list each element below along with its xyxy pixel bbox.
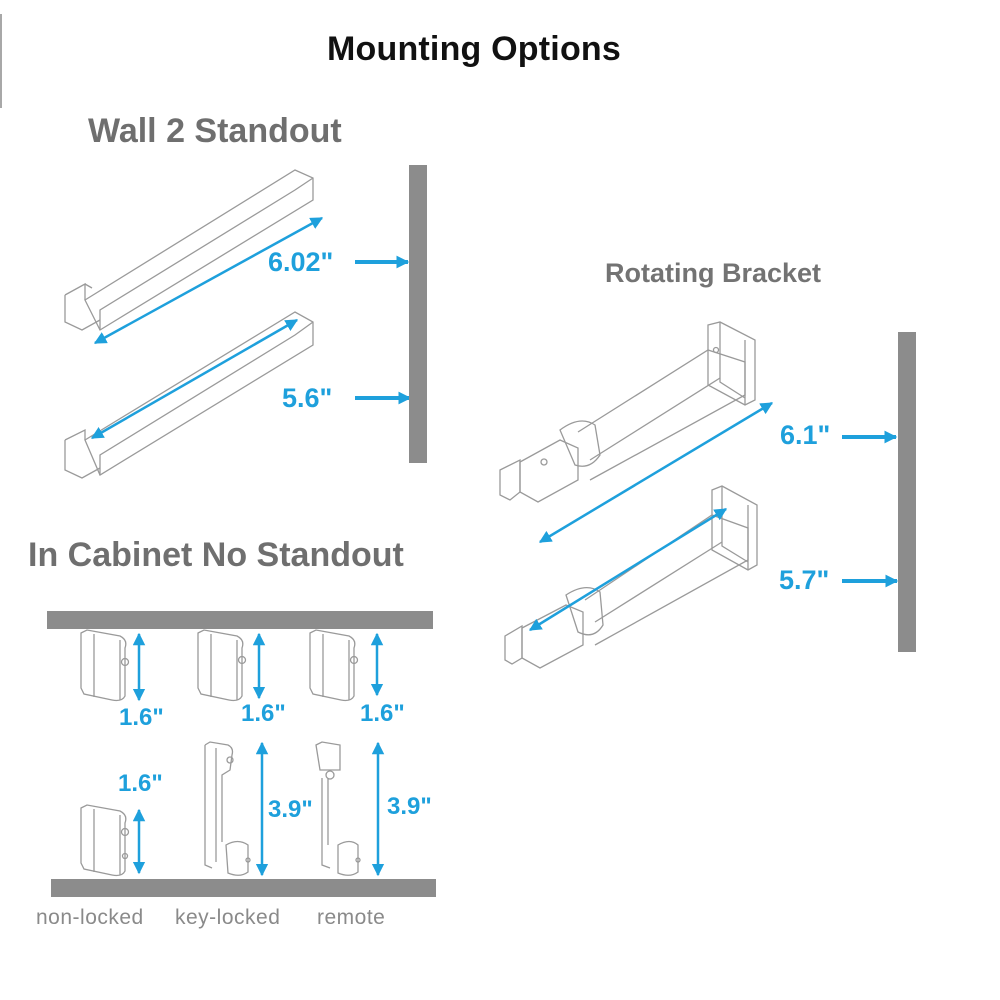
latch-bottom-non-locked	[80, 804, 130, 877]
rotating-bracket-diagram	[499, 321, 916, 669]
dimension-label-bottom-1: 1.6"	[118, 770, 163, 797]
dimension-label-6-1: 6.1"	[780, 420, 831, 450]
caption-key-locked: key-locked	[175, 906, 281, 929]
heading-in-cabinet: In Cabinet No Standout	[28, 536, 404, 574]
left-edge-line	[0, 14, 2, 108]
in-cabinet-diagram	[47, 611, 436, 897]
dimension-arrow-5-7	[528, 507, 728, 632]
dimension-label-bottom-2: 3.9"	[268, 796, 313, 823]
wall-bar-rotating	[898, 332, 916, 652]
page-title: Mounting Options	[326, 30, 621, 68]
dimension-label-top-3: 1.6"	[360, 700, 405, 727]
latch-bottom-key-locked	[204, 741, 251, 876]
caption-non-locked: non-locked	[36, 906, 144, 929]
dimension-label-5-7: 5.7"	[779, 565, 830, 595]
caption-remote: remote	[317, 906, 386, 929]
heading-rotating-bracket: Rotating Bracket	[605, 258, 822, 288]
latch-top-1	[80, 629, 130, 702]
heading-wall-standout: Wall 2 Standout	[88, 112, 342, 150]
latch-top-2	[197, 629, 247, 702]
cabinet-top-shelf	[47, 611, 433, 629]
rotating-bracket-upper	[499, 321, 756, 503]
dimension-label-top-2: 1.6"	[241, 700, 286, 727]
dimension-label-6-02: 6.02"	[268, 247, 334, 277]
wall-standout-diagram	[64, 165, 427, 479]
dimension-arrow-5-6	[90, 318, 299, 440]
latch-top-3	[309, 629, 359, 702]
dimension-label-5-6: 5.6"	[282, 383, 333, 413]
standout-rail-short	[64, 311, 314, 479]
dimension-label-bottom-3: 3.9"	[387, 793, 432, 820]
wall-bar-standout	[409, 165, 427, 463]
latch-bottom-remote	[315, 741, 361, 876]
cabinet-bottom-shelf	[51, 879, 436, 897]
dimension-label-top-1: 1.6"	[119, 704, 164, 731]
dimension-arrow-6-1	[538, 401, 774, 544]
